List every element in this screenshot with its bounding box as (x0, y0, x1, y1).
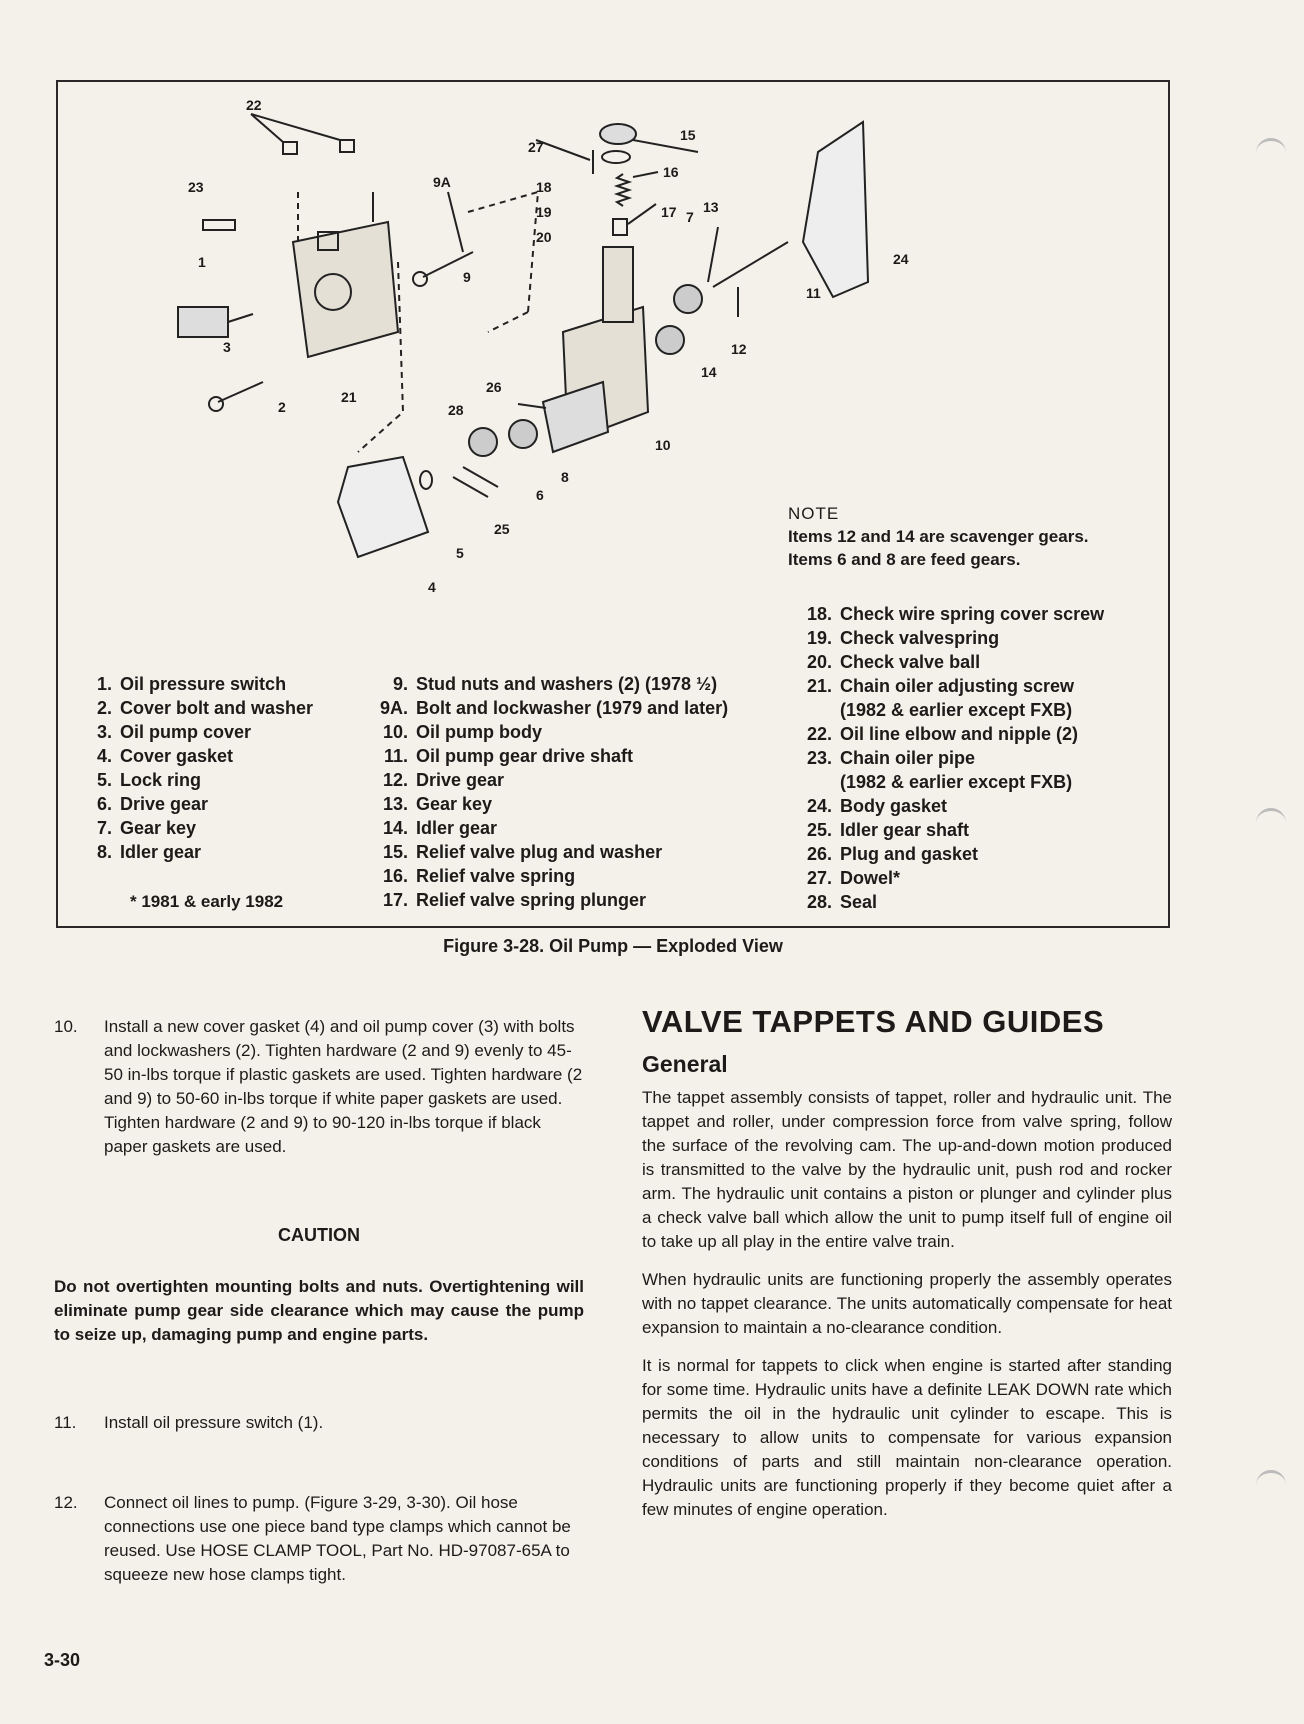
callout: 28 (448, 402, 464, 418)
legend-item: 13.Gear key (382, 794, 493, 814)
step-number: 12. (54, 1493, 78, 1512)
legend-item: 10.Oil pump body (382, 722, 542, 742)
legend-item: 15.Relief valve plug and washer (382, 842, 663, 862)
callout: 11 (806, 285, 821, 301)
callout: 2 (278, 399, 286, 415)
legend-item: 11.Oil pump gear drive shaft (383, 746, 634, 766)
legend-item: 7.Gear key (96, 818, 197, 838)
callout: 9 (463, 269, 471, 285)
callout: 5 (456, 545, 464, 561)
legend-item: 9.Stud nuts and washers (2) (1978 ½) (392, 674, 718, 694)
subsection-heading: General (642, 1051, 728, 1077)
legend-item: 16.Relief valve spring (382, 866, 576, 886)
callout: 16 (663, 164, 679, 180)
callout: 19 (536, 204, 552, 220)
figure-box: 22 23 1 3 2 9A 21 27 18 19 20 9 26 28 15… (56, 80, 1170, 928)
legend-item: 1.Oil pressure switch (96, 674, 287, 694)
legend-item: 22.Oil line elbow and nipple (2) (806, 724, 1079, 744)
callout: 13 (703, 199, 719, 215)
legend-item: 19.Check valvespring (806, 628, 1000, 648)
callout: 12 (731, 341, 747, 357)
legend-column-3: 18.Check wire spring cover screw 19.Chec… (798, 602, 1104, 914)
right-column: VALVE TAPPETS AND GUIDES General The tap… (642, 1004, 1172, 1536)
callout: 23 (188, 179, 204, 195)
step-12: 12. Connect oil lines to pump. (Figure 3… (54, 1491, 584, 1587)
legend-item: 25.Idler gear shaft (806, 820, 970, 840)
footnote: * 1981 & early 1982 (130, 892, 284, 911)
legend-item: 14.Idler gear (382, 818, 498, 838)
legend-column-2: 9.Stud nuts and washers (2) (1978 ½) 9A.… (374, 672, 728, 912)
callout: 18 (536, 179, 552, 195)
step-text: Install a new cover gasket (4) and oil p… (104, 1017, 583, 1156)
callout: 27 (528, 139, 544, 155)
legend-item: 17.Relief valve spring plunger (382, 890, 647, 910)
note-title: NOTE (788, 504, 840, 523)
step-text: Connect oil lines to pump. (Figure 3-29,… (104, 1493, 571, 1584)
legend-item: 18.Check wire spring cover screw (806, 604, 1105, 624)
callout: 25 (494, 521, 510, 537)
legend-item: 23.Chain oiler pipe (806, 748, 976, 768)
callout: 10 (655, 437, 671, 453)
step-10: 10. Install a new cover gasket (4) and o… (54, 1015, 584, 1159)
callout: 21 (341, 389, 357, 405)
callout: 20 (536, 229, 552, 245)
legend-item: 5.Lock ring (96, 770, 202, 790)
step-number: 10. (54, 1017, 78, 1036)
paragraph: It is normal for tappets to click when e… (642, 1356, 1172, 1519)
callout: 26 (486, 379, 502, 395)
left-column: 10. Install a new cover gasket (4) and o… (54, 1015, 584, 1587)
paragraph: The tappet assembly consists of tappet, … (642, 1088, 1172, 1251)
note-line: Items 12 and 14 are scavenger gears. (788, 527, 1089, 546)
callout: 9A (433, 174, 451, 190)
legend-item: 2.Cover bolt and washer (96, 698, 314, 718)
callout: 17 (661, 204, 677, 220)
callout: 4 (428, 579, 436, 595)
legend-item: 8.Idler gear (96, 842, 202, 862)
callout: 8 (561, 469, 569, 485)
callout: 24 (893, 251, 909, 267)
step-text: Install oil pressure switch (1). (104, 1413, 324, 1432)
callout: 22 (246, 97, 262, 113)
legend-item: 21.Chain oiler adjusting screw (806, 676, 1075, 696)
caution-heading: CAUTION (278, 1225, 360, 1245)
legend-item: 9A.Bolt and lockwasher (1979 and later) (379, 698, 729, 718)
callout: 6 (536, 487, 544, 503)
callout: 14 (701, 364, 717, 380)
paragraph: When hydraulic units are functioning pro… (642, 1270, 1172, 1337)
legend-item: 4.Cover gasket (96, 746, 234, 766)
legend-item: 26.Plug and gasket (806, 844, 979, 864)
legend-item: (1982 & earlier except FXB) (840, 700, 1073, 720)
legend-column-1: 1.Oil pressure switch 2.Cover bolt and w… (78, 672, 313, 864)
step-11: 11. Install oil pressure switch (1). (54, 1411, 584, 1435)
callout: 7 (686, 209, 694, 225)
callout: 1 (198, 254, 206, 270)
legend-item: 12.Drive gear (382, 770, 505, 790)
legend-item: 27.Dowel* (806, 868, 901, 888)
legend-item: 6.Drive gear (96, 794, 209, 814)
figure-caption: Figure 3-28. Oil Pump — Exploded View (443, 936, 783, 956)
binder-tab-mark (1256, 138, 1286, 159)
legend-item: (1982 & earlier except FXB) (840, 772, 1073, 792)
legend-item: 3.Oil pump cover (96, 722, 252, 742)
callout: 15 (680, 127, 696, 143)
binder-tab-mark (1256, 808, 1286, 829)
page-number: 3-30 (44, 1650, 81, 1670)
callout: 3 (223, 339, 231, 355)
legend-item: 20.Check valve ball (806, 652, 981, 672)
legend-item: 28.Seal (806, 892, 878, 912)
section-heading: VALVE TAPPETS AND GUIDES (642, 1004, 1105, 1039)
caution-text: Do not overtighten mounting bolts and nu… (54, 1277, 584, 1344)
step-number: 11. (54, 1413, 77, 1432)
note-line: Items 6 and 8 are feed gears. (788, 550, 1021, 569)
legend-item: 24.Body gasket (806, 796, 948, 816)
binder-tab-mark (1256, 1470, 1286, 1491)
exploded-view-diagram: 22 23 1 3 2 9A 21 27 18 19 20 9 26 28 15… (177, 97, 909, 595)
figure-note: NOTE Items 12 and 14 are scavenger gears… (788, 502, 1089, 571)
